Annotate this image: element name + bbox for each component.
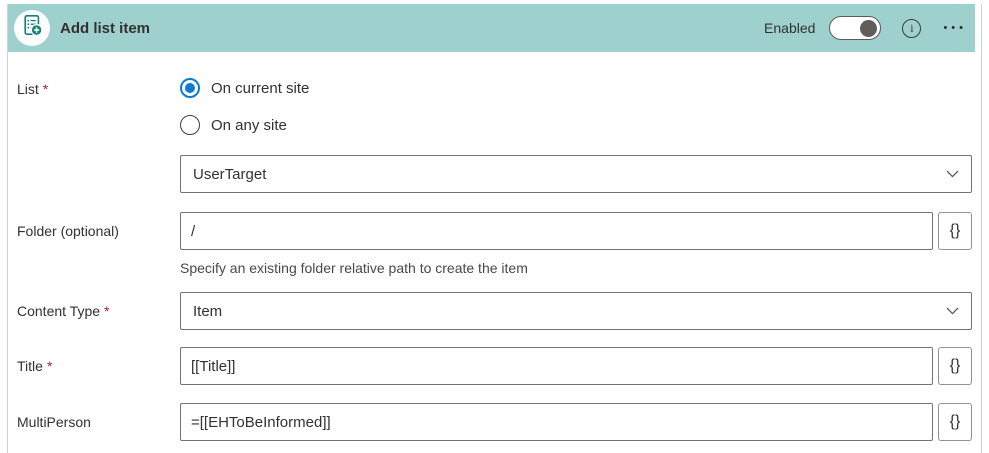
action-title: Add list item bbox=[60, 19, 151, 37]
title-field-label: Title* bbox=[17, 347, 180, 375]
content-type-field-row: Content Type* Item bbox=[17, 292, 972, 330]
expression-editor-button[interactable]: {} bbox=[938, 212, 972, 250]
folder-helper-text: Specify an existing folder relative path… bbox=[180, 260, 528, 276]
enabled-label: Enabled bbox=[764, 20, 816, 36]
radio-on-any-site[interactable]: On any site bbox=[180, 115, 972, 135]
radio-dot bbox=[185, 83, 195, 93]
action-icon-circle bbox=[14, 10, 50, 46]
list-dropdown-wrap: UserTarget bbox=[180, 155, 972, 193]
required-asterisk: * bbox=[46, 358, 53, 374]
chevron-down-icon bbox=[946, 302, 959, 320]
action-form: List* On current site On any site UserTa… bbox=[8, 52, 981, 441]
multiperson-field-label: MultiPerson bbox=[17, 403, 180, 431]
list-dropdown-value: UserTarget bbox=[193, 165, 267, 183]
radio-unselected-icon bbox=[180, 115, 200, 135]
content-type-dropdown[interactable]: Item bbox=[180, 292, 972, 330]
title-input[interactable] bbox=[180, 347, 933, 385]
title-field-row: Title* {} bbox=[17, 347, 972, 385]
folder-field-control: {} Specify an existing folder relative p… bbox=[180, 212, 972, 277]
content-type-dropdown-value: Item bbox=[193, 302, 223, 320]
list-field-control: On current site On any site UserTarget bbox=[180, 78, 972, 193]
required-asterisk: * bbox=[42, 81, 49, 97]
content-type-field-control: Item bbox=[180, 292, 972, 330]
expression-editor-button[interactable]: {} bbox=[938, 403, 972, 441]
label-text: List bbox=[17, 81, 39, 97]
more-options-icon[interactable]: ••• bbox=[939, 18, 967, 38]
label-text: Title bbox=[17, 358, 43, 374]
folder-input[interactable] bbox=[180, 212, 933, 250]
label-text: Content Type bbox=[17, 303, 101, 319]
toggle-knob bbox=[860, 19, 878, 37]
multiperson-input[interactable] bbox=[180, 403, 933, 441]
list-site-radio-group: On current site On any site bbox=[180, 78, 972, 135]
list-dropdown[interactable]: UserTarget bbox=[180, 155, 972, 193]
radio-selected-icon bbox=[180, 78, 200, 98]
multiperson-field-row: MultiPerson {} bbox=[17, 403, 972, 441]
expression-editor-button[interactable]: {} bbox=[938, 347, 972, 385]
required-asterisk: * bbox=[104, 303, 110, 319]
action-header: Add list item Enabled i ••• bbox=[8, 4, 975, 52]
title-field-control: {} bbox=[180, 347, 972, 385]
title-input-group: {} bbox=[180, 347, 972, 385]
radio-on-current-site-label: On current site bbox=[211, 79, 310, 97]
radio-on-any-site-label: On any site bbox=[211, 116, 287, 134]
multiperson-field-control: {} bbox=[180, 403, 972, 441]
folder-input-group: {} bbox=[180, 212, 972, 250]
action-card: Add list item Enabled i ••• List* On cur… bbox=[7, 4, 982, 453]
list-field-label: List* bbox=[17, 78, 180, 98]
multiperson-input-group: {} bbox=[180, 403, 972, 441]
chevron-down-icon bbox=[946, 165, 959, 183]
add-list-item-icon bbox=[21, 14, 44, 42]
list-field-row: List* On current site On any site UserTa… bbox=[17, 78, 972, 193]
content-type-field-label: Content Type* bbox=[17, 292, 180, 320]
label-text: Folder (optional) bbox=[17, 223, 119, 239]
folder-field-label: Folder (optional) bbox=[17, 212, 180, 240]
info-icon[interactable]: i bbox=[902, 18, 922, 38]
enabled-toggle[interactable] bbox=[829, 16, 882, 40]
label-text: MultiPerson bbox=[17, 414, 91, 430]
folder-field-row: Folder (optional) {} Specify an existing… bbox=[17, 212, 972, 277]
radio-on-current-site[interactable]: On current site bbox=[180, 78, 972, 98]
